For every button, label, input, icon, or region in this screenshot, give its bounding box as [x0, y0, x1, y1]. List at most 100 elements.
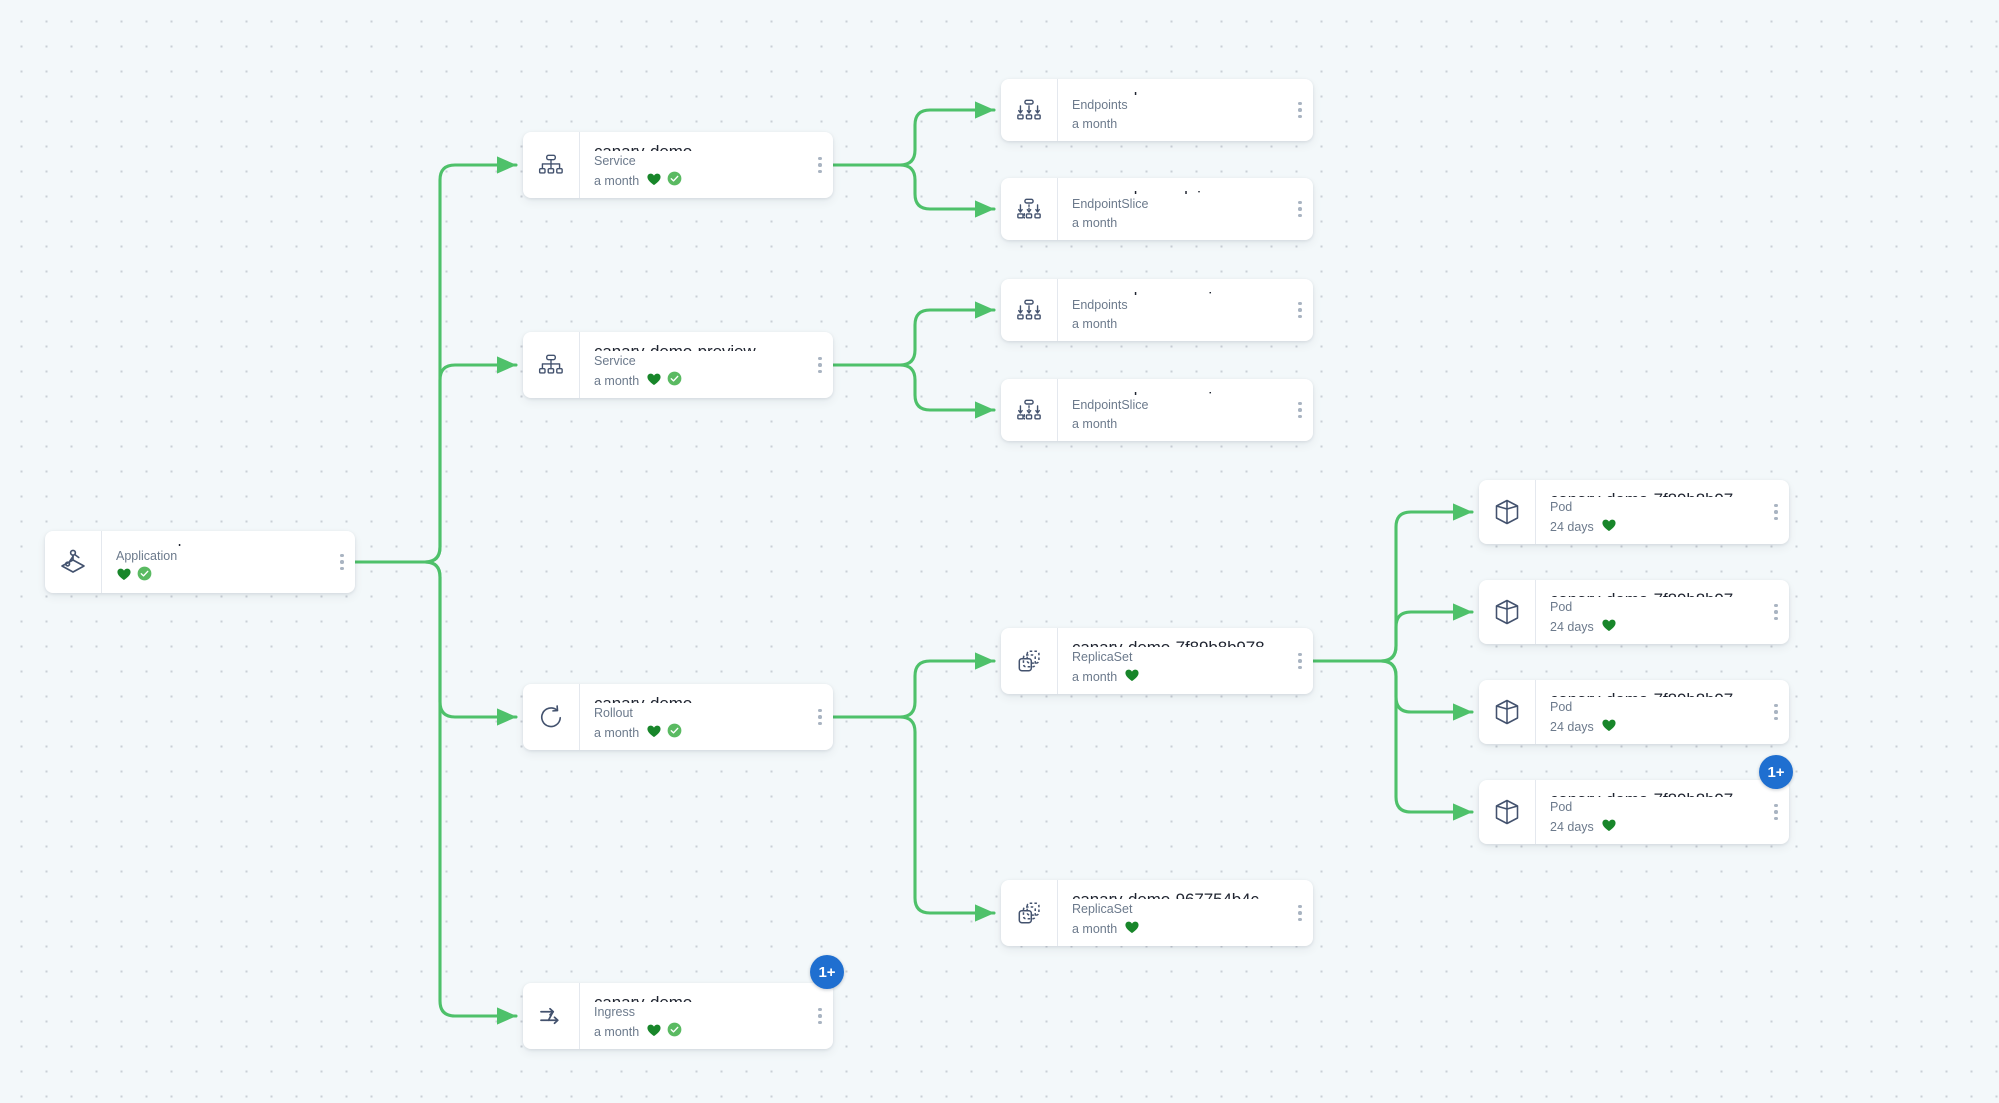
edge-rollout-to-replicaset-1	[831, 652, 996, 719]
healthy-heart-icon	[1601, 517, 1617, 538]
node-endpointslice-canary-demo-preview[interactable]: canary-demo-preview-v... EndpointSlice a…	[1001, 379, 1313, 441]
node-body: canary-demo-preview Service a month	[579, 332, 807, 398]
edge-service-preview-to-endpointslice-preview	[831, 363, 996, 419]
status-icons	[1601, 717, 1617, 738]
pod-group-count-badge[interactable]: 1+	[1759, 755, 1793, 789]
status-icons	[1124, 919, 1140, 940]
synced-check-icon	[667, 1022, 682, 1042]
argo-application-icon	[45, 531, 101, 593]
kebab-menu-icon[interactable]	[1763, 580, 1789, 644]
status-icons	[646, 723, 682, 744]
node-meta: 24 days	[1550, 618, 1753, 636]
kebab-menu-icon[interactable]	[1763, 680, 1789, 744]
edge-replicaset-1-to-pod-3	[1311, 659, 1474, 721]
healthy-heart-icon	[1601, 717, 1617, 738]
node-pod-3[interactable]: canary-demo-7f89b8b97... Pod 24 days	[1479, 680, 1789, 744]
node-body: canary-demo Application	[101, 531, 329, 593]
node-kind: Service	[594, 354, 636, 368]
node-meta: 24 days	[1550, 718, 1753, 736]
node-age: a month	[594, 1024, 640, 1039]
healthy-heart-icon	[1124, 667, 1140, 688]
node-meta: a month	[594, 371, 797, 392]
kebab-menu-icon[interactable]	[807, 132, 833, 198]
node-kind: Pod	[1550, 500, 1573, 514]
kebab-menu-icon[interactable]	[1287, 628, 1313, 694]
node-age: a month	[594, 173, 640, 188]
node-body: canary-demo-7f89b8b97... Pod 24 days	[1535, 580, 1763, 644]
node-kind: ReplicaSet	[1072, 650, 1133, 664]
node-body: canary-demo-7f89b8b978 ReplicaSet a mont…	[1057, 628, 1287, 694]
kebab-menu-icon[interactable]	[1287, 279, 1313, 341]
node-pod-1[interactable]: canary-demo-7f89b8b97... Pod 24 days	[1479, 480, 1789, 544]
node-age: a month	[1072, 216, 1118, 230]
node-body: canary-demo-7f89b8b97... Pod 24 days	[1535, 780, 1763, 844]
node-endpointslice-canary-demo-clpjw[interactable]: canary-demo-clpjw EndpointSlice a month	[1001, 178, 1313, 240]
node-meta: a month	[594, 171, 797, 192]
node-title: canary-demo	[594, 693, 797, 703]
status-icons	[646, 371, 682, 392]
healthy-heart-icon	[1601, 617, 1617, 638]
node-service-canary-demo[interactable]: canary-demo Service a month	[523, 132, 833, 198]
node-title: canary-demo-preview	[594, 341, 797, 351]
service-icon	[523, 132, 579, 198]
kebab-menu-icon[interactable]	[1763, 480, 1789, 544]
node-title: canary-demo-clpjw	[1072, 187, 1277, 194]
node-application-canary-demo[interactable]: canary-demo Application	[45, 531, 355, 593]
node-body: canary-demo-7f89b8b97... Pod 24 days	[1535, 480, 1763, 544]
replicaset-icon	[1001, 880, 1057, 946]
ingress-icon	[523, 983, 579, 1049]
node-age: a month	[594, 725, 640, 740]
status-icons	[1601, 517, 1617, 538]
node-meta: a month	[1072, 116, 1277, 133]
node-meta: a month	[1072, 668, 1277, 686]
kebab-menu-icon[interactable]	[1287, 79, 1313, 141]
node-age: 24 days	[1550, 619, 1594, 634]
rollout-icon	[523, 684, 579, 750]
kebab-menu-icon[interactable]	[807, 983, 833, 1049]
node-meta: 24 days	[1550, 818, 1753, 836]
node-meta: a month	[1072, 416, 1277, 433]
node-body: canary-demo-clpjw EndpointSlice a month	[1057, 178, 1287, 240]
node-endpoints-canary-demo[interactable]: canary-demo Endpoints a month	[1001, 79, 1313, 141]
node-title: canary-demo	[594, 992, 797, 1002]
kebab-menu-icon[interactable]	[1287, 379, 1313, 441]
healthy-heart-icon	[1601, 817, 1617, 838]
node-title: canary-demo-7f89b8b978	[1072, 637, 1277, 647]
node-meta: a month	[1072, 215, 1277, 232]
endpointslice-icon	[1001, 178, 1057, 240]
node-kind: Pod	[1550, 600, 1573, 614]
ingress-group-count-badge[interactable]: 1+	[810, 955, 844, 989]
node-age: 24 days	[1550, 819, 1594, 834]
edge-application-to-ingress	[353, 560, 518, 1025]
edge-replicaset-1-to-pod-4	[1311, 659, 1474, 821]
status-icons	[1124, 667, 1140, 688]
endpointslice-icon	[1001, 379, 1057, 441]
node-title: canary-demo-967754b4c	[1072, 889, 1277, 899]
synced-check-icon	[137, 566, 152, 586]
node-pod-2[interactable]: canary-demo-7f89b8b97... Pod 24 days	[1479, 580, 1789, 644]
node-meta: a month	[1072, 920, 1277, 938]
kebab-menu-icon[interactable]	[807, 332, 833, 398]
node-rollout-canary-demo[interactable]: canary-demo Rollout a month	[523, 684, 833, 750]
node-kind: EndpointSlice	[1072, 398, 1149, 412]
edge-application-to-service-preview	[353, 356, 518, 564]
node-age: a month	[594, 373, 640, 388]
node-replicaset-canary-demo-967754b4c[interactable]: canary-demo-967754b4c ReplicaSet a month	[1001, 880, 1313, 946]
node-pod-4[interactable]: canary-demo-7f89b8b97... Pod 24 days	[1479, 771, 1798, 844]
node-endpoints-canary-demo-preview[interactable]: canary-demo-preview Endpoints a month	[1001, 279, 1313, 341]
node-title: canary-demo	[1072, 88, 1277, 95]
node-body: canary-demo Ingress a month	[579, 983, 807, 1049]
kebab-menu-icon[interactable]	[329, 531, 355, 593]
kebab-menu-icon[interactable]	[1287, 880, 1313, 946]
node-replicaset-canary-demo-7f89b8b978[interactable]: canary-demo-7f89b8b978 ReplicaSet a mont…	[1001, 628, 1313, 694]
node-title: canary-demo	[594, 141, 797, 151]
node-ingress-canary-demo[interactable]: canary-demo Ingress a month	[523, 974, 842, 1049]
node-service-canary-demo-preview[interactable]: canary-demo-preview Service a month	[523, 332, 833, 398]
node-kind: ReplicaSet	[1072, 902, 1133, 916]
kebab-menu-icon[interactable]	[1763, 780, 1789, 844]
node-kind: Endpoints	[1072, 298, 1128, 312]
healthy-heart-icon	[646, 171, 662, 192]
kebab-menu-icon[interactable]	[1287, 178, 1313, 240]
kebab-menu-icon[interactable]	[807, 684, 833, 750]
